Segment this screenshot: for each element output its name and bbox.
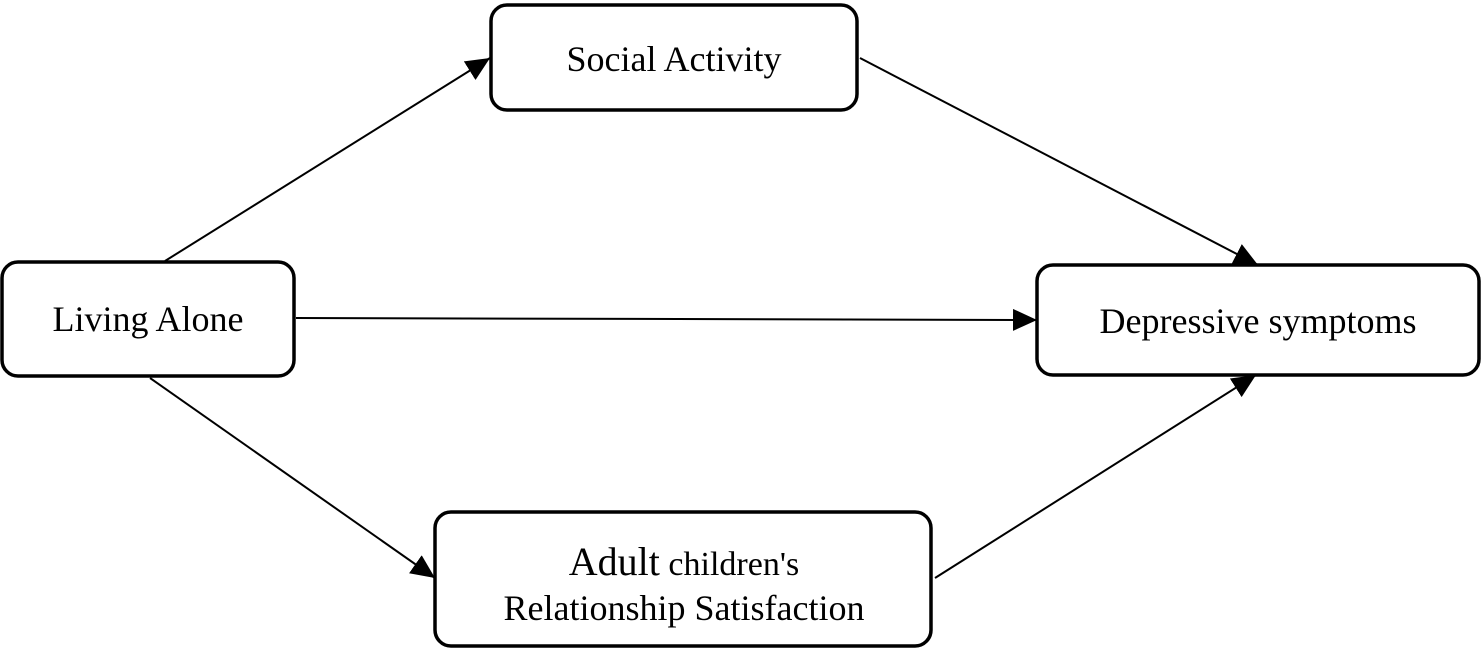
edge-social-activity-to-depressive-symptoms — [859, 57, 1259, 266]
node-depressive-symptoms-box — [1035, 263, 1481, 377]
node-depressive-symptoms-label: Depressive symptoms — [1100, 301, 1417, 341]
node-adult-children-label-line2: Relationship Satisfaction — [504, 588, 865, 628]
node-depressive-symptoms: Depressive symptoms — [1035, 263, 1481, 377]
node-living-alone-label: Living Alone — [53, 299, 244, 339]
edge-adult-children-to-depressive-symptoms — [934, 374, 1257, 579]
node-adult-children-box — [433, 510, 933, 648]
node-adult-children-relationship-satisfaction: Adult children's Relationship Satisfacti… — [433, 510, 933, 648]
node-adult-children-label-line1: Adult children's — [569, 539, 799, 584]
edge-living-alone-to-adult-children — [149, 377, 436, 579]
node-adult-children-label-childrens: children's — [660, 546, 799, 583]
edge-living-alone-to-depressive-symptoms — [295, 308, 1038, 331]
node-social-activity-box — [489, 3, 859, 112]
node-social-activity-label: Social Activity — [567, 39, 782, 79]
node-social-activity: Social Activity — [489, 3, 859, 112]
edge-living-alone-to-social-activity — [164, 57, 491, 262]
node-living-alone-box — [0, 260, 296, 378]
node-living-alone: Living Alone — [0, 260, 296, 378]
node-adult-children-label-adult: Adult — [569, 539, 660, 584]
